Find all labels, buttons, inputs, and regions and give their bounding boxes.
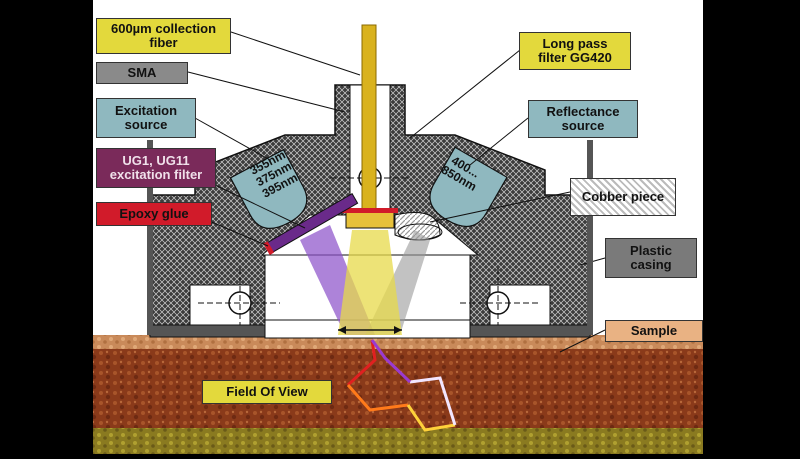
reflectance-led: [429, 146, 508, 228]
sample-soil: [93, 335, 703, 454]
collection-cone: [338, 230, 402, 335]
plastic-casing-label: Plastic casing: [605, 238, 697, 278]
sma-label: SMA: [96, 62, 188, 84]
cobber-piece-label: Cobber piece: [570, 178, 676, 216]
excitation-filter-label: UG1, UG11 excitation filter: [96, 148, 216, 188]
excitation-source-label: Excitation source: [96, 98, 196, 138]
collection-fiber: [361, 24, 377, 216]
filter-glue: [342, 208, 398, 213]
collection-fiber-label: 600µm collection fiber: [96, 18, 231, 54]
reflectance-source-label: Reflectance source: [528, 100, 638, 138]
long-pass-filter-label: Long pass filter GG420: [519, 32, 631, 70]
epoxy-glue-label: Epoxy glue: [96, 202, 212, 226]
long-pass-filter: [345, 211, 395, 229]
sample-label: Sample: [605, 320, 703, 342]
field-of-view-label: Field Of View: [202, 380, 332, 404]
excitation-led: [229, 148, 308, 229]
